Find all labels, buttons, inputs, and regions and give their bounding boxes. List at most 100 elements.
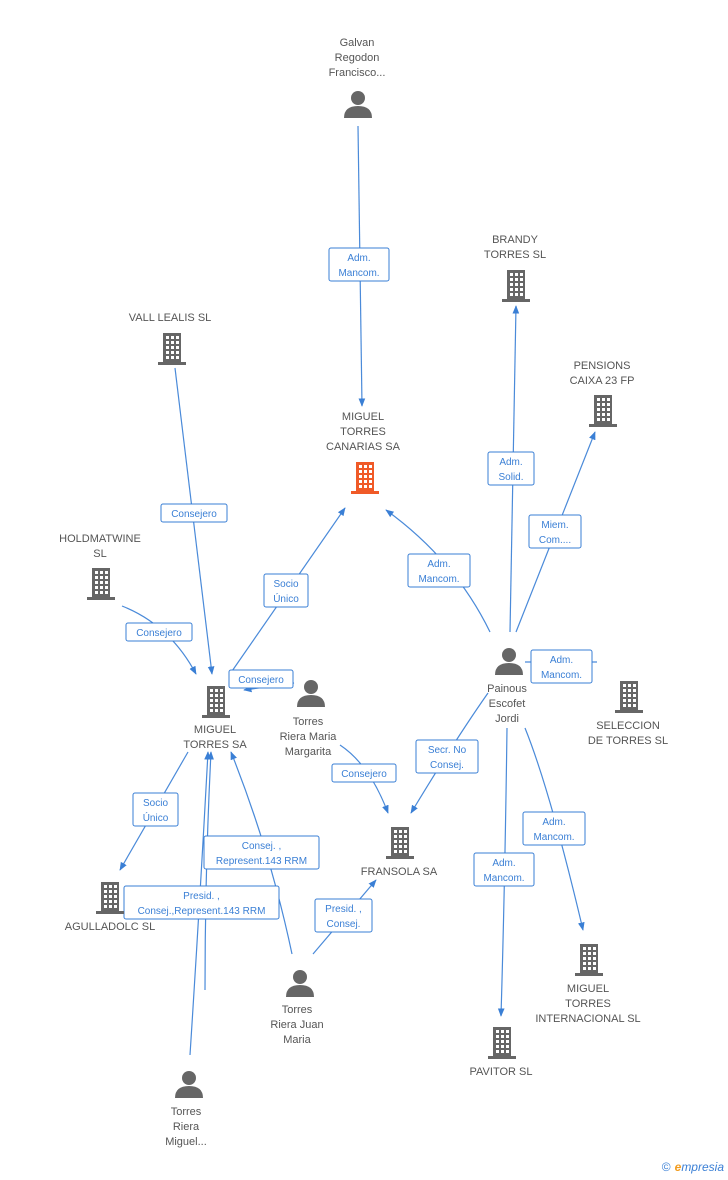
- node-label: TORRES: [340, 426, 386, 438]
- building-icon: [351, 462, 379, 494]
- edge-label-e5[interactable]: Adm.Mancom.: [407, 553, 471, 588]
- edge-label-e9[interactable]: Adm.Mancom.: [530, 649, 593, 684]
- edge-label-text: Socio: [143, 798, 168, 809]
- edge-label-text: Socio: [273, 579, 298, 590]
- edge-label-e16[interactable]: Presid. , Consej.: [314, 898, 373, 933]
- node-fransola[interactable]: FRANSOLA SA: [361, 827, 438, 878]
- edge-label-text: Consej. ,: [242, 841, 281, 852]
- node-label: CANARIAS SA: [326, 441, 401, 453]
- node-label: Torres: [293, 716, 324, 728]
- edge-label-box: [228, 669, 294, 689]
- edge-label-text: Miem.: [541, 520, 568, 531]
- edge-line-e14: [524, 727, 585, 931]
- edge-label-e4[interactable]: Miem. Com....: [528, 514, 582, 549]
- node-label: BRANDY: [492, 234, 539, 246]
- footer-credit: ©empresia: [662, 1160, 724, 1174]
- edge-label-text: Adm.: [499, 457, 522, 468]
- building-icon: [502, 270, 530, 302]
- edge-label-text: Consej.: [327, 919, 361, 930]
- node-label: AGULLADOLC SL: [65, 921, 155, 933]
- building-icon: [615, 681, 643, 713]
- node-label: Torres: [171, 1106, 202, 1118]
- node-label: SL: [93, 548, 106, 560]
- edge-label-text: Solid.: [498, 472, 523, 483]
- node-label: MIGUEL: [342, 411, 384, 423]
- edge-label-e2[interactable]: Consejero: [160, 503, 228, 523]
- edge-label-e3[interactable]: Adm. Solid.: [487, 451, 535, 486]
- edge-label-box: [473, 852, 535, 887]
- node-label: HOLDMATWINE: [59, 533, 141, 545]
- edge-label-text: Mancom.: [541, 670, 582, 681]
- edge-label-text: Consejero: [238, 675, 284, 686]
- edge-label-text: Adm.: [542, 817, 565, 828]
- edge-label-e8[interactable]: Consejero: [228, 669, 294, 689]
- edge-label-box: [203, 835, 320, 870]
- edge-label-e15[interactable]: Presid. ,Consej.,Represent.143 RRM: [123, 885, 280, 920]
- node-label: Jordi: [495, 713, 519, 725]
- edge-line-e15: [204, 751, 214, 991]
- edge-label-text: Mancom.: [533, 832, 574, 843]
- node-label: Galvan: [340, 37, 375, 49]
- node-pavitor[interactable]: PAVITOR SL: [470, 1027, 533, 1078]
- node-label: INTERNACIONAL SL: [535, 1013, 640, 1025]
- edge-label-box: [314, 898, 373, 933]
- node-label: Painous: [487, 683, 527, 695]
- edge-label-e7[interactable]: Consejero: [125, 622, 193, 642]
- edge-label-e17[interactable]: Adm. Mancom.: [473, 852, 535, 887]
- brand-logo-initial: e: [674, 1160, 682, 1174]
- edge-label-box: [487, 451, 535, 486]
- edge-label-text: Mancom.: [483, 873, 524, 884]
- edge-label-e11[interactable]: Consejero: [331, 763, 397, 783]
- edge-label-text: Presid. ,: [325, 904, 362, 915]
- edge-label-text: Mancom.: [338, 268, 379, 279]
- edge-label-text: Consejero: [341, 769, 387, 780]
- node-label: DE TORRES SL: [588, 735, 668, 747]
- node-trmiguel[interactable]: TorresRieraMiguel...: [165, 1071, 207, 1148]
- node-agulladolc[interactable]: AGULLADOLC SL: [65, 882, 155, 933]
- node-mtcanarias[interactable]: MIGUEL TORRES CANARIAS SA: [326, 411, 401, 494]
- node-label: VALL LEALIS SL: [129, 312, 212, 324]
- edge-label-box: [123, 885, 280, 920]
- node-label: Torres: [282, 1004, 313, 1016]
- node-vall[interactable]: VALL LEALIS SL: [129, 312, 212, 365]
- node-label: CAIXA 23 FP: [570, 375, 635, 387]
- building-icon: [158, 333, 186, 365]
- node-label: Riera Maria: [280, 731, 338, 743]
- person-icon: [286, 970, 314, 997]
- node-label: TORRES: [565, 998, 611, 1010]
- edge-label-text: Secr. No: [428, 745, 467, 756]
- building-icon: [87, 568, 115, 600]
- edge-label-e1[interactable]: Adm. Mancom.: [328, 247, 390, 282]
- node-label: Escofet: [489, 698, 526, 710]
- edge-label-text: Presid. ,: [183, 891, 220, 902]
- node-label: Francisco...: [329, 67, 386, 79]
- edge-label-e13[interactable]: Consej. ,Represent.143 RRM: [203, 835, 320, 870]
- edge-label-text: Adm.: [347, 253, 370, 264]
- node-label: PAVITOR SL: [470, 1066, 533, 1078]
- node-galvan[interactable]: GalvanRegodonFrancisco...: [329, 37, 386, 118]
- node-label: Margarita: [285, 746, 332, 758]
- node-holdmatwine[interactable]: HOLDMATWINE SL: [59, 533, 141, 600]
- edge-label-text: Com....: [539, 535, 571, 546]
- node-label: TORRES SA: [183, 739, 247, 751]
- edge-label-text: Consejero: [136, 628, 182, 639]
- node-label: MIGUEL: [567, 983, 609, 995]
- copyright-symbol: ©: [661, 1160, 671, 1174]
- edge-label-box: [407, 553, 471, 588]
- edge-label-e14[interactable]: Adm. Mancom.: [522, 811, 586, 846]
- edge-label-text: Adm.: [427, 559, 450, 570]
- node-mtinternacional[interactable]: MIGUEL TORRES INTERNACIONAL SL: [535, 944, 641, 1025]
- edge-label-text: Adm.: [492, 858, 515, 869]
- person-icon: [175, 1071, 203, 1098]
